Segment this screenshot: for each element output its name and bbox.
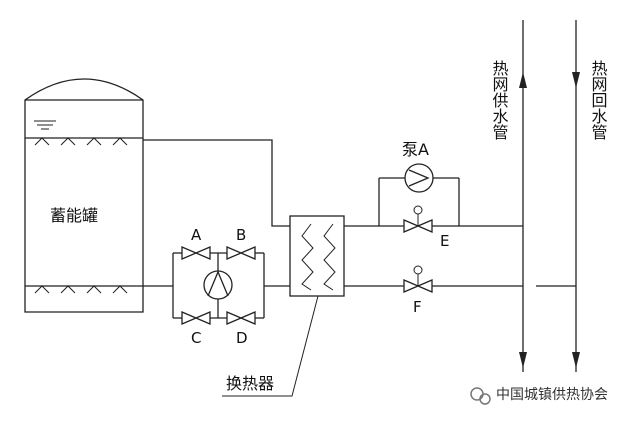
valve-e-label: E	[440, 232, 449, 250]
upper-distributor	[25, 137, 143, 146]
arrow-down-icon	[572, 352, 580, 368]
supply-main	[519, 20, 527, 372]
valve-b[interactable]	[226, 246, 256, 260]
valve-c-label: C	[191, 329, 201, 347]
arrow-down-icon	[572, 72, 580, 88]
valve-b-label: B	[236, 226, 246, 244]
arrow-up-icon	[519, 72, 527, 88]
water-level-icon	[34, 120, 56, 130]
lower-distributor	[25, 285, 143, 294]
valve-d-label: D	[236, 329, 248, 347]
valve-c[interactable]	[181, 311, 211, 325]
valve-a[interactable]	[181, 246, 211, 260]
exchanger-leader-line	[222, 295, 319, 397]
circulation-pump-icon[interactable]	[203, 270, 233, 300]
watermark-text: 中国城镇供热协会	[496, 387, 608, 403]
pump-station: A B C D	[172, 226, 265, 347]
wechat-logo-icon	[470, 387, 491, 405]
supply-pipe-label: 热网供水管	[490, 60, 509, 140]
watermark: 中国城镇供热协会	[470, 387, 608, 405]
valve-e[interactable]	[403, 205, 433, 233]
valve-a-label: A	[191, 226, 202, 244]
return-main	[572, 20, 580, 372]
pump-a-label: 泵A	[402, 140, 429, 159]
storage-tank: 蓄能罐	[24, 78, 144, 313]
valve-f-label: F	[413, 298, 422, 316]
heat-exchanger: 换热器	[222, 215, 345, 397]
upper-line	[344, 177, 523, 227]
arrow-down-icon	[519, 352, 527, 368]
pipe-tank-upper	[143, 139, 290, 227]
tank-label: 蓄能罐	[50, 206, 98, 225]
pump-a-icon[interactable]	[404, 163, 434, 193]
valve-f[interactable]	[403, 265, 433, 293]
return-pipe-label: 热网回水管	[589, 60, 608, 140]
valve-d[interactable]	[226, 311, 256, 325]
exchanger-label: 换热器	[226, 374, 274, 393]
